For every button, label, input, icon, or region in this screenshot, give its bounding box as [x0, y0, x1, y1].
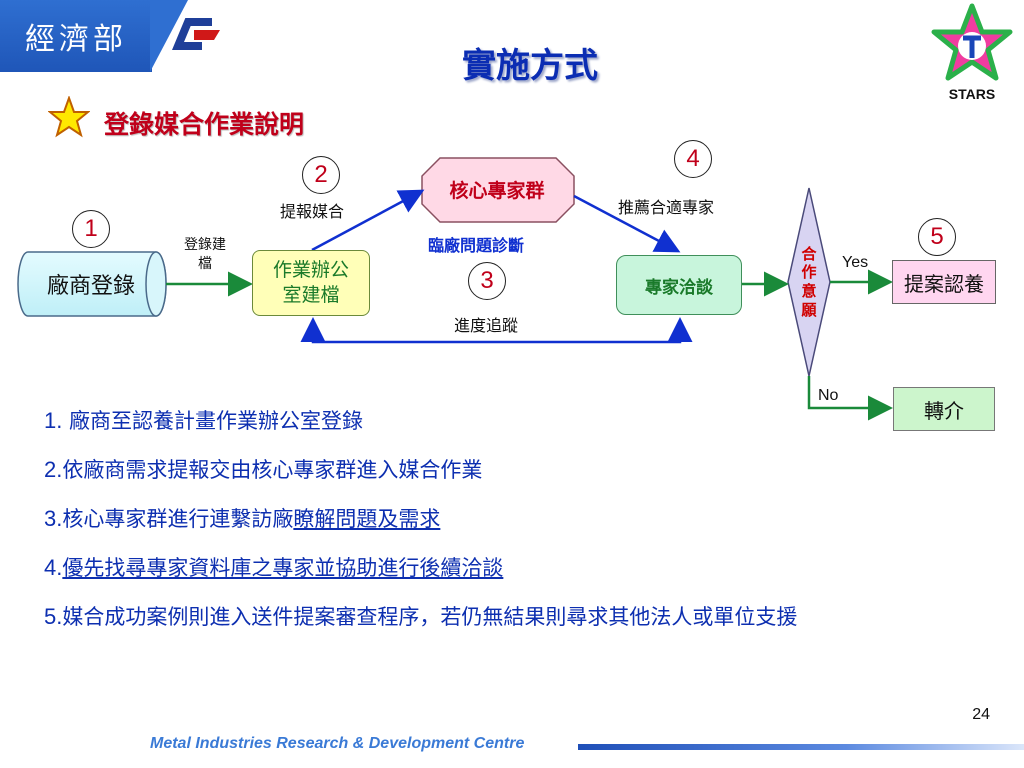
step-number-circle: 3 — [468, 262, 506, 300]
arrow-no — [807, 376, 893, 421]
emblem-icon — [150, 0, 220, 72]
page-number: 24 — [972, 706, 990, 723]
step-item: 3.核心專家群進行連繫訪廠瞭解問題及需求 — [44, 506, 441, 532]
step-number-circle: 5 — [918, 218, 956, 256]
org-name: 經濟部 — [25, 22, 127, 57]
step-item: 4.優先找尋專家資料庫之專家並協助進行後續洽談 — [44, 555, 504, 581]
edge-label-recommend: 推薦合適專家 — [618, 198, 715, 217]
steps-list: 1. 廠商至認養計畫作業辦公室登錄 2.依廠商需求提報交由核心專家群進入媒合作業… — [44, 404, 1004, 649]
edge-label-report: 提報媒合 — [280, 202, 345, 221]
stars-label: STARS — [948, 86, 996, 102]
referral-node: 轉介 — [893, 387, 995, 431]
edge-label-tracking: 進度追蹤 — [454, 316, 519, 335]
step-item: 1. 廠商至認養計畫作業辦公室登錄 — [44, 408, 364, 433]
step-item: 5.媒合成功案例則進入送件提案審查程序，若仍無結果則尋求其他法人或單位支援 — [44, 604, 798, 630]
expert-negotiation-node: 專家洽談 — [616, 255, 742, 315]
step-number-circle: 2 — [302, 156, 340, 194]
edge-label-no: No — [818, 387, 839, 404]
edge-label-yes: Yes — [842, 254, 869, 271]
proposal-adoption-node: 提案認養 — [892, 260, 996, 304]
edge-label-diagnosis: 臨廠問題診斷 — [428, 236, 525, 255]
core-experts-octagon — [421, 157, 575, 223]
company-registration-node: 廠商登錄 — [46, 274, 135, 299]
step-number-circle: 1 — [72, 210, 110, 248]
edge-label-register: 登錄建檔 — [184, 237, 226, 272]
page-title: 實施方式 — [462, 46, 598, 86]
org-logo: 經濟部 — [0, 0, 152, 72]
section-subtitle: 登錄媒合作業說明 — [104, 110, 305, 139]
step-number-circle: 4 — [674, 140, 712, 178]
footer-bar — [578, 744, 1024, 750]
arrow-recommend — [573, 194, 681, 253]
footer-institute: Metal Industries Research & Development … — [150, 735, 525, 752]
stars-logo-icon — [931, 3, 1013, 81]
cooperation-intent-node: 合作意願 — [801, 244, 817, 319]
arrow-report — [311, 189, 425, 252]
star-bullet-icon — [48, 96, 90, 138]
step-item: 2.依廠商需求提報交由核心專家群進入媒合作業 — [44, 457, 483, 483]
office-filing-node: 作業辦公室建檔 — [252, 250, 370, 316]
core-experts-node: 核心專家群 — [449, 179, 545, 202]
flow-diagram — [17, 157, 893, 421]
